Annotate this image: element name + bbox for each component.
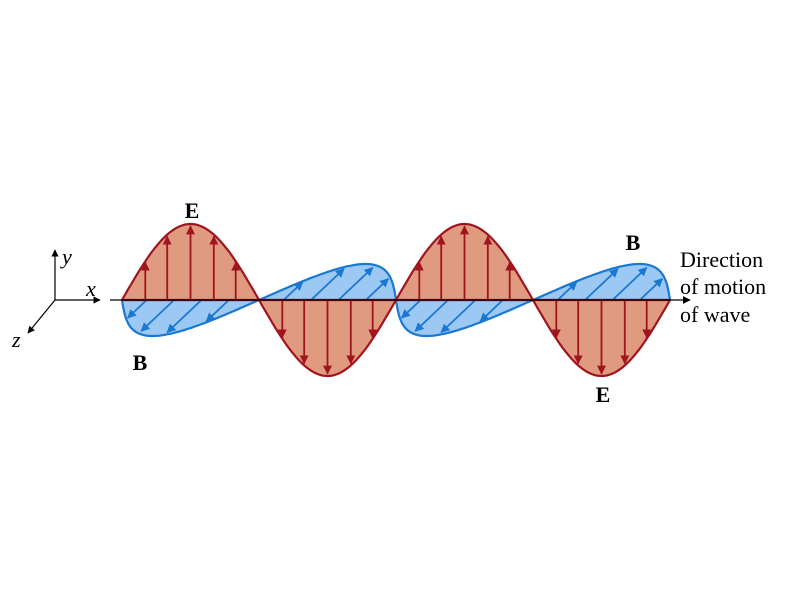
b-field-vector xyxy=(611,266,648,301)
b-field-vector xyxy=(205,299,230,322)
direction-caption: Direction of motion of wave xyxy=(680,247,766,327)
z-axis-label: z xyxy=(11,327,21,352)
b-field-vector xyxy=(283,281,304,301)
x-axis-label: x xyxy=(85,276,96,301)
b-field-label-right: B xyxy=(626,230,641,255)
magnetic-field-wave xyxy=(120,262,672,338)
y-axis-label: y xyxy=(60,244,72,269)
b-lobe xyxy=(120,298,261,338)
b-field-vector xyxy=(584,268,619,301)
b-field-vector xyxy=(337,266,374,301)
b-field-vector xyxy=(140,299,175,332)
b-field-vector xyxy=(127,299,148,319)
b-lobe xyxy=(531,262,672,302)
b-field-vector xyxy=(414,299,449,332)
electric-field-wave xyxy=(120,222,672,378)
b-field-vector xyxy=(166,299,203,334)
e-field-label-top: E xyxy=(185,198,200,223)
z-axis-line xyxy=(27,299,56,334)
b-field-vector xyxy=(440,299,477,334)
b-lobe xyxy=(394,298,535,338)
direction-line-2: of motion xyxy=(680,274,766,299)
b-field-vector xyxy=(365,278,390,301)
e-field-label-bottom: E xyxy=(596,382,611,407)
b-field-vector xyxy=(479,299,504,322)
b-field-vector xyxy=(557,281,578,301)
coordinate-axes: y x z xyxy=(11,244,101,352)
b-field-vector xyxy=(639,278,664,301)
direction-line-1: Direction xyxy=(680,247,763,272)
b-field-vector xyxy=(401,299,422,319)
b-lobe xyxy=(257,262,398,302)
direction-line-3: of wave xyxy=(680,302,750,327)
b-field-vector xyxy=(310,268,345,301)
b-field-label-left: B xyxy=(133,350,148,375)
